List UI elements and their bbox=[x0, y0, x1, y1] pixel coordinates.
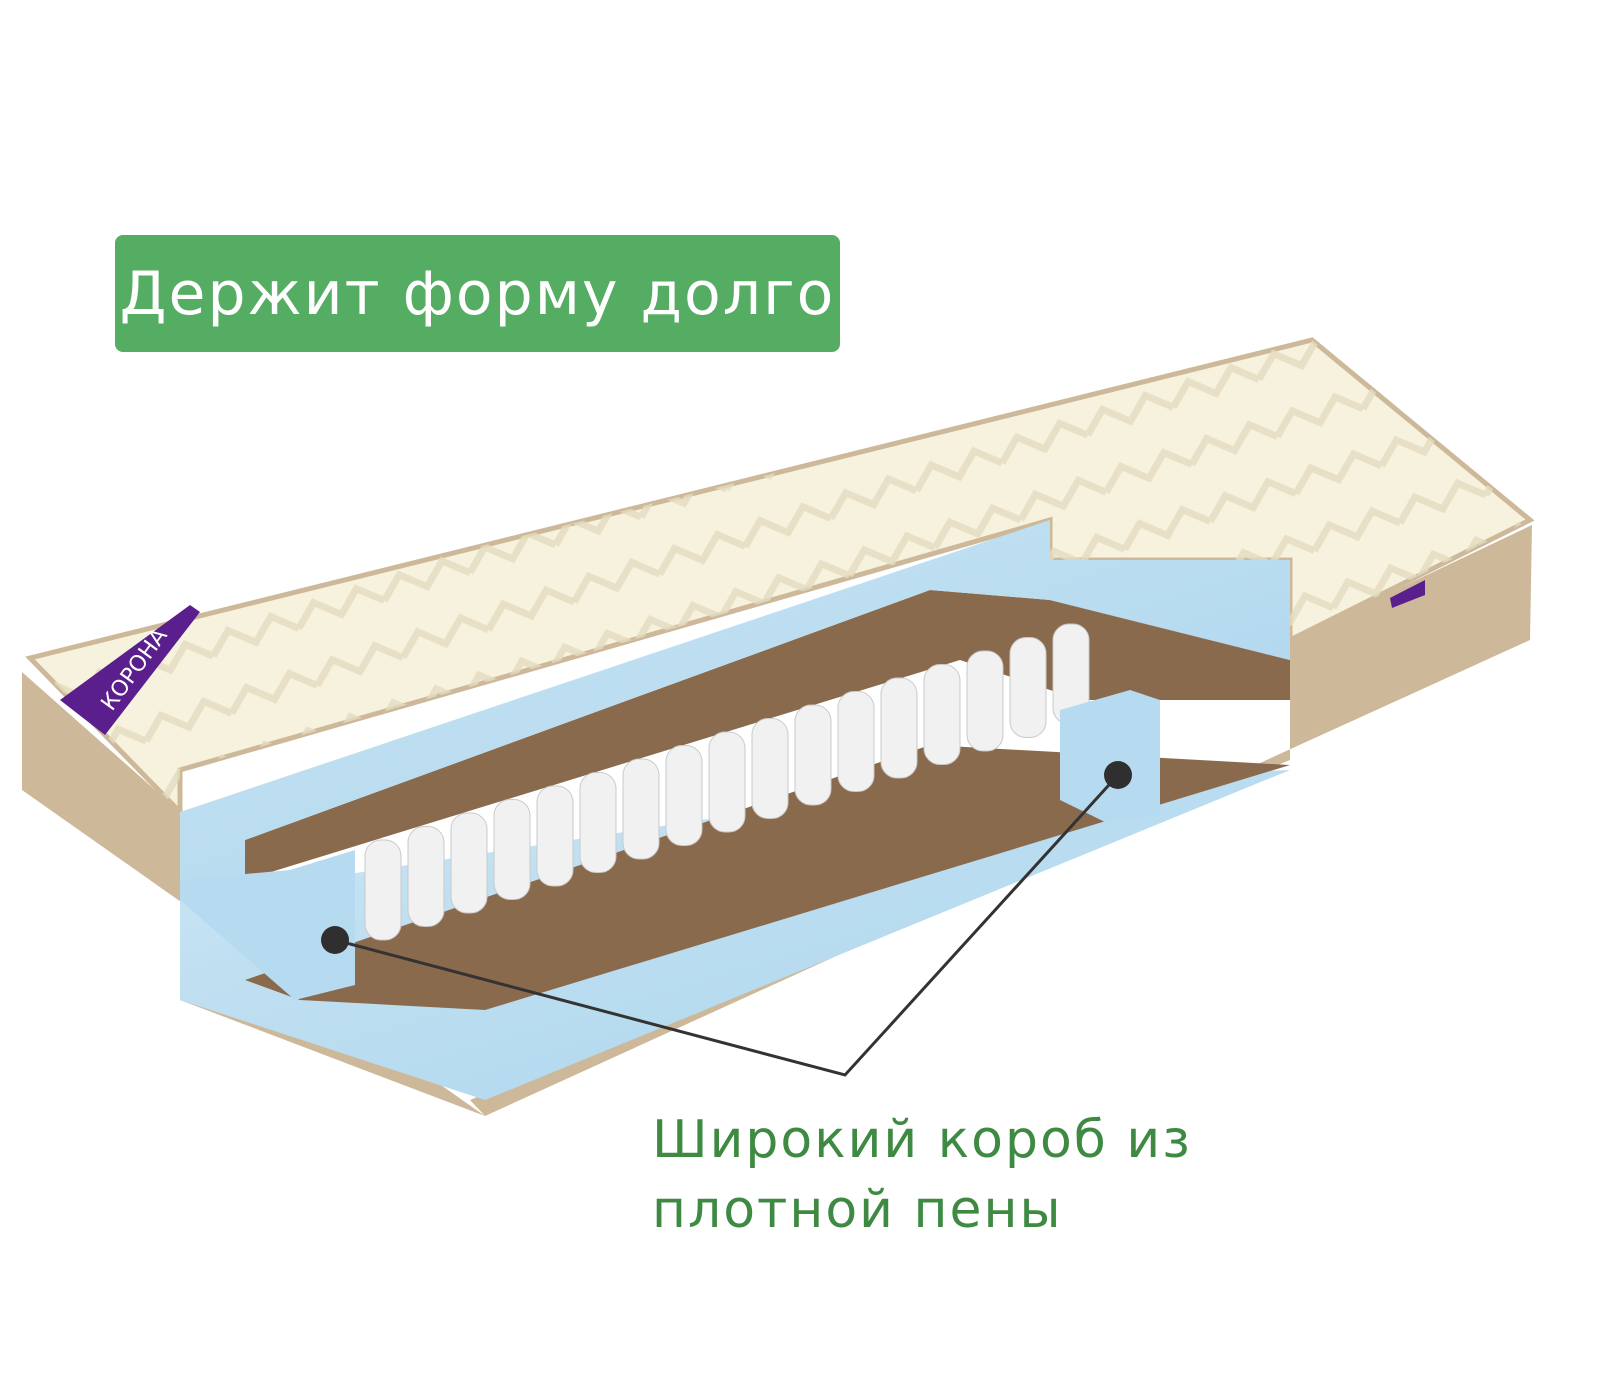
mattress-end-face bbox=[22, 672, 485, 1116]
spring-pocket bbox=[364, 839, 402, 941]
spring-pocket bbox=[837, 691, 875, 792]
spring-pocket bbox=[622, 758, 660, 860]
feature-banner: Держит форму долго bbox=[115, 235, 840, 352]
spring-pocket bbox=[794, 704, 832, 806]
spring-pocket bbox=[708, 731, 746, 833]
foam-block-right bbox=[1060, 690, 1160, 822]
spring-pocket bbox=[536, 785, 574, 887]
callout-caption: Широкий короб из плотной пены bbox=[652, 1105, 1192, 1245]
foam-block-left bbox=[180, 850, 355, 1000]
caption-line-1: Широкий короб из bbox=[652, 1110, 1192, 1170]
spring-pocket bbox=[579, 772, 617, 873]
spring-pocket bbox=[1009, 637, 1047, 738]
spring-pocket bbox=[751, 718, 789, 819]
foam-bottom bbox=[180, 770, 1290, 1100]
banner-text: Держит форму долго bbox=[119, 258, 836, 329]
spring-pocket bbox=[966, 650, 1004, 752]
spring-pocket bbox=[923, 664, 961, 765]
spring-pocket bbox=[407, 826, 445, 927]
spring-pocket bbox=[493, 799, 531, 900]
callout-dot bbox=[321, 926, 349, 954]
callout-dot bbox=[1104, 761, 1132, 789]
caption-line-2: плотной пены bbox=[652, 1180, 1063, 1240]
callout-line bbox=[334, 773, 1120, 1077]
spring-pocket bbox=[450, 812, 488, 914]
spring-pocket bbox=[880, 677, 918, 779]
spring-pocket bbox=[665, 745, 703, 846]
spring-row bbox=[364, 623, 1090, 941]
coir-bottom bbox=[245, 745, 1290, 1010]
